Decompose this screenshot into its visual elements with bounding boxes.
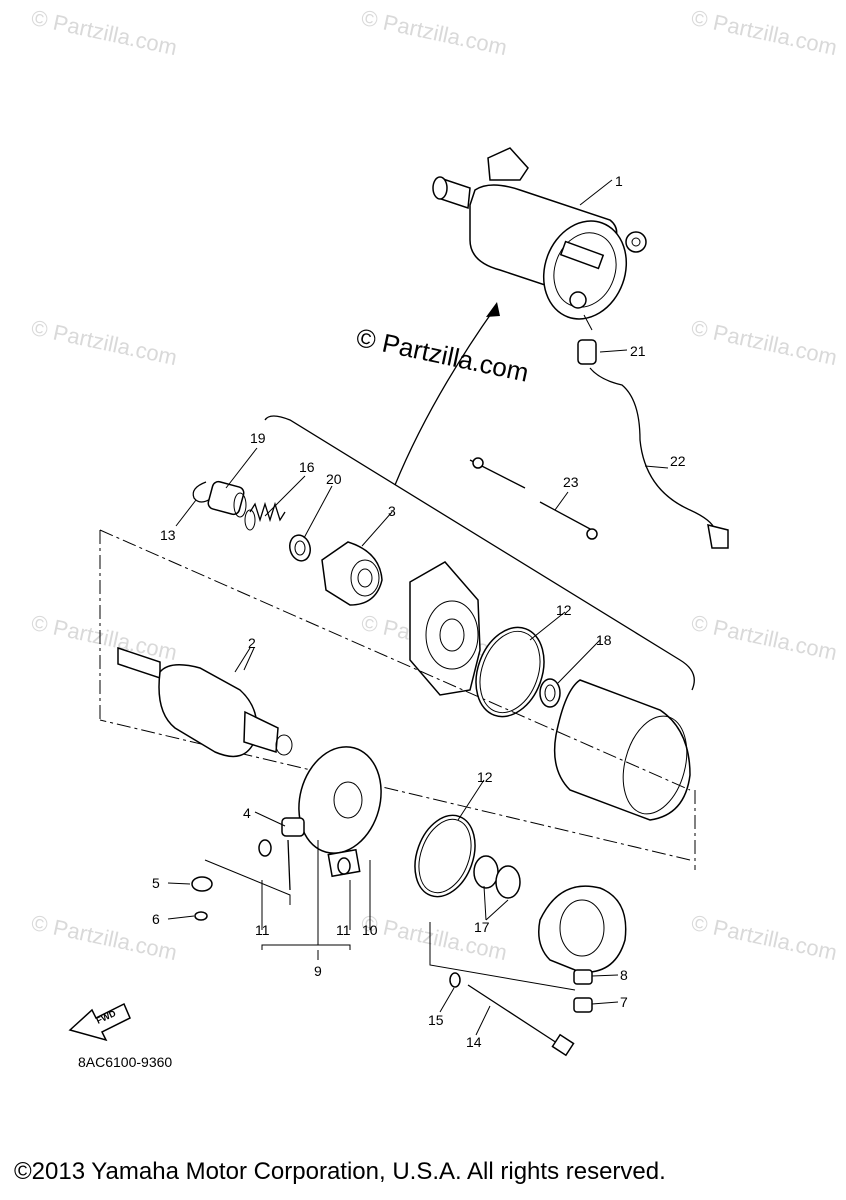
- callout-3: 3: [388, 503, 396, 519]
- callout-18: 18: [596, 632, 612, 648]
- callout-11b: 11: [336, 922, 351, 938]
- brush: [281, 817, 305, 837]
- circlip: [192, 481, 213, 503]
- callout-5: 5: [152, 875, 160, 891]
- callout-17: 17: [474, 919, 490, 935]
- lead-wire: [577, 339, 729, 549]
- callout-8: 8: [620, 967, 628, 983]
- callout-12a: 12: [556, 602, 572, 618]
- callout-16: 16: [299, 459, 315, 475]
- washer-18: [539, 678, 561, 708]
- brush-plate: [281, 746, 382, 878]
- washer: [289, 534, 311, 562]
- lead-pair: [469, 457, 598, 540]
- small-parts-left: [191, 839, 351, 921]
- washer-17a: [473, 855, 499, 889]
- starter-motor-assembly: [432, 147, 647, 331]
- yoke: [553, 679, 691, 821]
- armature: [117, 646, 293, 758]
- callout-10: 10: [362, 922, 378, 938]
- callout-19: 19: [250, 430, 266, 446]
- collar: [207, 480, 247, 518]
- o-ring-front: [475, 626, 545, 718]
- nut-7: [573, 997, 593, 1013]
- callout-1: 1: [615, 173, 623, 189]
- fwd-arrow-icon: FWD: [68, 1002, 131, 1042]
- callout-7: 7: [620, 994, 628, 1010]
- callout-labels: 1 2 3 4 5 6 7 8 9 10 11 11 12 12 13 14 1…: [152, 173, 686, 1050]
- callout-23: 23: [563, 474, 579, 490]
- callout-4: 4: [243, 805, 251, 821]
- pinion-clutch: [321, 541, 383, 606]
- washer-17b: [495, 865, 521, 899]
- nut-8: [573, 969, 593, 985]
- callout-12b: 12: [477, 769, 493, 785]
- callout-15: 15: [428, 1012, 444, 1028]
- reference-code: 8AC6100-9360: [78, 1054, 173, 1070]
- spring: [244, 501, 286, 531]
- callout-21: 21: [630, 343, 646, 359]
- front-cover: [409, 561, 481, 696]
- rear-cover: [538, 885, 627, 1013]
- callout-22: 22: [670, 453, 686, 469]
- callout-6: 6: [152, 911, 160, 927]
- callout-11a: 11: [255, 922, 270, 938]
- copyright-notice: ©2013 Yamaha Motor Corporation, U.S.A. A…: [14, 1158, 666, 1185]
- callout-9: 9: [314, 963, 322, 979]
- leader-lines: [167, 447, 619, 1036]
- callout-13: 13: [160, 527, 176, 543]
- through-bolt: [429, 922, 576, 1057]
- o-ring-rear: [414, 814, 476, 898]
- callout-14: 14: [466, 1034, 482, 1050]
- callout-20: 20: [326, 471, 342, 487]
- callout-2: 2: [248, 635, 256, 651]
